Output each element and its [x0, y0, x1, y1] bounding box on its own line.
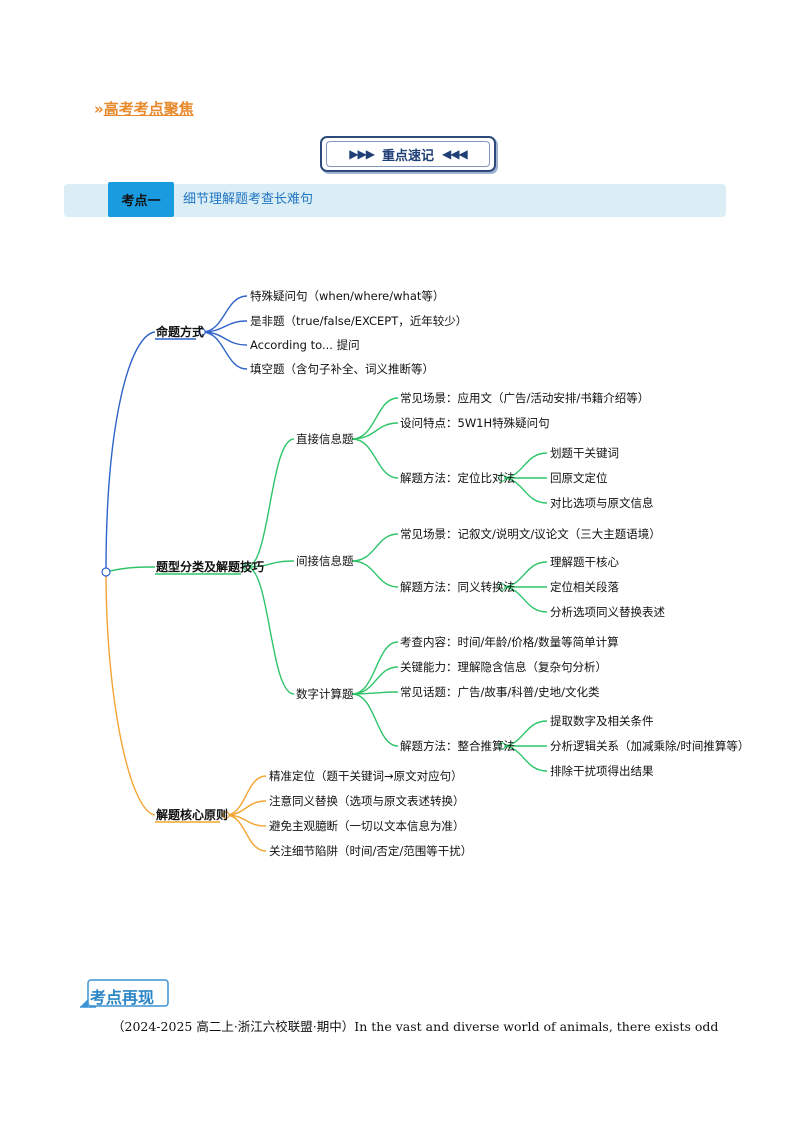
leaf-item: 考查内容：时间/年龄/价格/数量等简单计算	[400, 635, 619, 649]
leaf-item: 是非题（true/false/EXCEPT，近年较少）	[250, 314, 467, 328]
left-arrows-icon: ◀◀◀	[442, 147, 468, 161]
kaodian-title: 细节理解题考查长难句	[183, 192, 314, 207]
leaf-item: 常见场景：记叙文/说明文/议论文（三大主题语境）	[400, 527, 661, 541]
passage-text: In the vast and diverse world of animals…	[354, 1019, 719, 1034]
passage-source: （2024-2025 高二上·浙江六校联盟·期中）	[112, 1019, 355, 1034]
leaf-item: 特殊疑问句（when/where/what等）	[250, 289, 444, 303]
section-heading: »高考考点聚焦	[94, 98, 194, 119]
leaf-item: 设问特点：5W1H特殊疑问句	[400, 416, 550, 430]
right-arrows-icon: ▶▶▶	[349, 147, 375, 161]
leaf-item: 解题方法：定位比对法	[400, 471, 515, 485]
kaodian-tag: 考点一	[108, 182, 174, 217]
leaf-item: 常见话题：广告/故事/科普/史地/文化类	[400, 685, 600, 699]
leaf-item: 对比选项与原文信息	[550, 496, 654, 510]
branch-label: 题型分类及解题技巧	[156, 559, 264, 574]
leaf-item: 关键能力：理解隐含信息（复杂句分析）	[400, 660, 607, 674]
mind-map: 命题方式 题型分类及解题技巧 解题核心原则 特殊疑问句（when/where/w…	[101, 289, 749, 858]
leaf-item: 提取数字及相关条件	[550, 714, 654, 728]
sub-branch-label: 直接信息题	[296, 432, 354, 446]
sub-branch-label: 数字计算题	[296, 687, 354, 701]
branch-label: 命题方式	[155, 324, 204, 339]
leaf-item: 常见场景：应用文（广告/活动安排/书籍介绍等）	[400, 391, 649, 405]
recurrence-badge-frame	[80, 979, 169, 1008]
leaf-item: According to... 提问	[250, 338, 360, 352]
sub-branch-label: 间接信息题	[296, 554, 354, 568]
leaf-item: 解题方法：同义转换法	[400, 580, 515, 594]
kaodian-bar	[64, 184, 726, 217]
root-node	[101, 567, 111, 577]
section-title-text: 高考考点聚焦	[103, 100, 194, 118]
leaf-item: 分析逻辑关系（加减乘除/时间推算等）	[550, 739, 749, 753]
leaf-item: 划题干关键词	[550, 446, 619, 460]
leaf-item: 避免主观臆断（一切以文本信息为准）	[269, 819, 465, 833]
recurrence-label: 考点再现	[90, 988, 155, 1007]
leaf-item: 填空题（含句子补全、词义推断等）	[250, 362, 434, 376]
leaf-item: 解题方法：整合推算法	[400, 739, 515, 753]
leaf-item: 关注细节陷阱（时间/否定/范围等干扰）	[269, 844, 472, 858]
leaf-item: 理解题干核心	[550, 555, 619, 569]
leaf-item: 注意同义替换（选项与原文表述转换）	[269, 794, 465, 808]
banner-label: 重点速记	[381, 148, 434, 164]
branch-label: 解题核心原则	[156, 807, 228, 822]
leaf-item: 排除干扰项得出结果	[550, 764, 654, 778]
leaf-item: 回原文定位	[550, 471, 608, 485]
leaf-item: 定位相关段落	[550, 580, 619, 594]
passage-first-line: （2024-2025 高二上·浙江六校联盟·期中）In the vast and…	[112, 1016, 732, 1035]
leaf-item: 精准定位（题干关键词→原文对应句）	[269, 769, 463, 783]
leaf-item: 分析选项同义替换表述	[550, 605, 665, 619]
key-points-banner: ▶▶▶ 重点速记 ◀◀◀	[320, 136, 496, 172]
double-chevron-icon: »	[94, 100, 104, 118]
